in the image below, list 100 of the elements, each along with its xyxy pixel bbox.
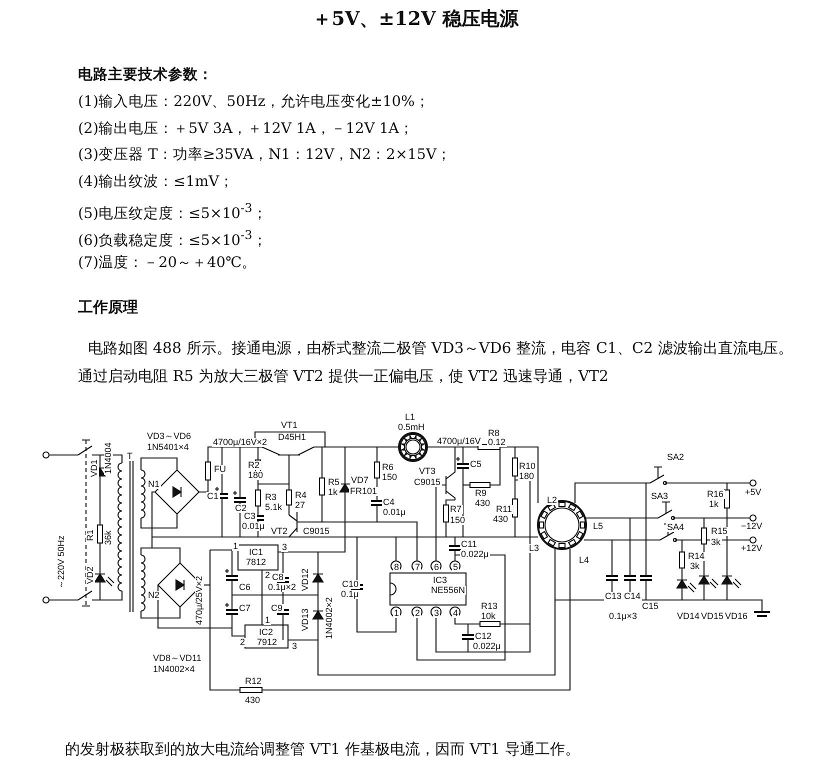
pin-number: 3 [281,543,288,552]
component-label: 430 [474,499,492,508]
component-label: 0.01μ [241,522,266,531]
component-label: N1 [147,480,161,489]
component-label: 0.01μ [382,508,407,517]
component-label: R10 [518,462,537,471]
component-label: R1 [86,528,95,542]
component-label: VD16 [724,612,749,621]
component-label: 180 [247,471,264,480]
component-label: VD8～VD11 [152,654,202,663]
component-label: 0.1μ [340,590,360,599]
component-label: +12V [740,544,764,553]
component-label: 27 [294,501,306,510]
parameter-item: (3)变压器 T：功率≥35VA，N1：12V，N2：2×15V； [78,148,452,162]
component-label: SA3 [650,492,670,501]
component-label: ～220V 50Hz [57,534,66,590]
component-label: C6 [238,583,252,592]
component-label: C7 [238,604,252,613]
component-label: C12 [474,632,493,641]
parameter-item: (7)温度：－20～＋40℃。 [78,256,257,270]
component-label: C5 [469,460,483,469]
component-label: 150 [449,516,466,525]
component-label: VT2 [270,527,289,536]
pin-number: 3 [433,609,440,618]
component-label: NE556N [430,586,466,595]
component-label: 1N4004 [104,441,113,475]
component-label: 36k [104,529,113,546]
component-label: 1N5401×4 [146,443,190,452]
pin-number: 8 [393,563,400,572]
component-label: 0.12 [487,438,507,447]
pin-number: 1 [393,609,400,618]
component-label: R2 [247,461,261,470]
pin-number: 1 [232,542,240,551]
component-label: 0.5mH [397,423,426,432]
component-label: R9 [474,489,488,498]
component-label: IC2 [258,628,274,637]
page-title: ＋5V、±12V 稳压电源 [312,10,520,29]
component-label: VD3～VD6 [146,432,192,441]
component-label: C15 [641,602,660,611]
component-label: VD7 [350,476,370,485]
component-label: L4 [578,556,590,565]
component-label: 430 [244,696,262,705]
component-label: R3 [264,493,278,502]
component-label: VD13 [301,607,310,632]
component-label: VT1 [280,421,299,430]
component-label: C3 [243,512,257,521]
component-label: −12V [740,522,764,531]
component-label: VD12 [301,567,310,592]
component-label: 1N4002×2 [325,596,334,640]
component-label: FR101 [349,487,378,496]
component-label: 180 [518,472,536,481]
component-label: 7812 [245,558,268,567]
component-label: C9015 [302,527,331,536]
component-label: C10 [341,580,360,589]
component-label: VT3 [418,467,437,476]
section-heading: 工作原理 [78,300,138,315]
component-label: C9015 [413,478,442,487]
component-label: 7912 [256,638,278,647]
component-label: L2 [546,496,558,505]
component-label: IC1 [248,548,264,557]
component-label: N2 [147,591,161,600]
component-label: T [126,452,134,461]
component-label: SA4 [666,523,686,532]
component-label: C11 [460,540,478,549]
component-label: C1 [206,492,220,501]
component-label: C2 [234,504,248,513]
pin-number: 1 [264,616,272,625]
component-label: 150 [381,473,398,482]
parameter-item: (2)输出电压：＋5V 3A，＋12V 1A，－12V 1A； [78,122,414,136]
component-label: 1k [327,488,339,497]
parameter-item: (6)负载稳定度：≤5×10$^{-3}$； [78,229,268,248]
component-label: VD14 [676,612,701,621]
component-label: R12 [244,677,263,686]
component-label: 3k [710,538,722,547]
component-label: 5.1k [264,503,284,512]
pin-number: 2 [264,571,272,580]
component-label: VD2 [86,565,95,585]
pin-number: 6 [433,563,440,572]
component-label: 0.022μ [460,550,490,559]
pin-number: 2 [239,638,246,647]
component-label: L1 [404,413,416,422]
component-label: VD15 [700,612,725,621]
section-heading: 电路主要技术参数： [78,68,213,82]
component-label: R6 [381,463,395,472]
component-label: IC3 [432,576,448,585]
pin-number: 5 [452,563,460,572]
component-label: R4 [294,491,308,500]
component-label: R15 [710,527,729,536]
component-label: 0.022μ [472,642,502,651]
component-label: 10k [480,612,497,621]
component-label: 430 [492,515,510,524]
component-label: R5 [327,478,341,487]
component-label: C8 [271,573,285,582]
component-label: 4700μ/16V×2 [212,438,268,447]
component-label: R14 [687,552,706,561]
component-label: VD1 [90,458,99,478]
pin-number: 2 [414,609,422,618]
component-label: C9 [270,604,284,613]
component-label: 4700μ/16V [436,437,482,446]
component-label: R16 [706,490,725,499]
